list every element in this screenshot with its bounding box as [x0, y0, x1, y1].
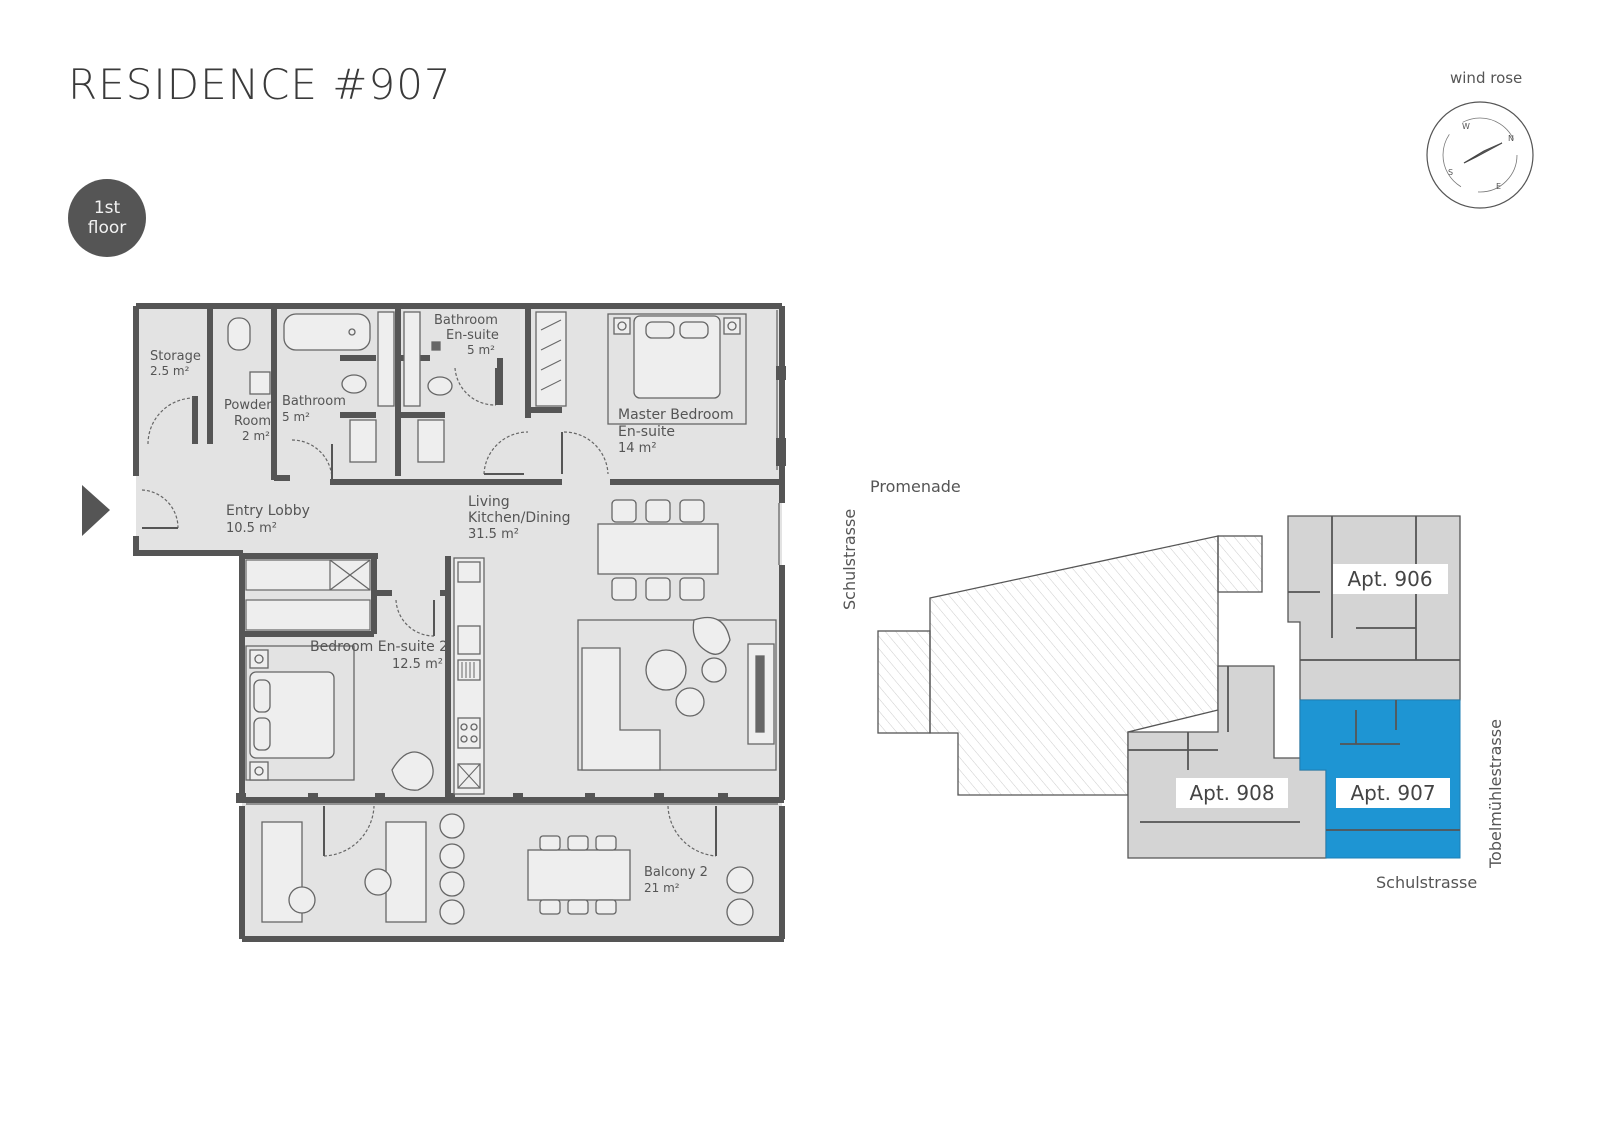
- apt-908-label: Apt. 908: [1189, 781, 1274, 805]
- bath-ensuite-label-2: En-suite: [446, 328, 499, 343]
- bathroom-label: Bathroom: [282, 394, 346, 409]
- entry-arrow-icon: [82, 485, 110, 536]
- balcony2-label: Balcony 2: [644, 865, 708, 880]
- powder-area: 2 m²: [242, 429, 270, 443]
- apt-906-label: Apt. 906: [1347, 567, 1432, 591]
- compass-w: W: [1462, 122, 1470, 131]
- living-label-2: Kitchen/Dining: [468, 510, 571, 526]
- master-bedroom-label-2: En-suite: [618, 424, 675, 440]
- street-promenade: Promenade: [870, 477, 961, 496]
- street-schulstrasse-bottom: Schulstrasse: [1376, 873, 1477, 892]
- floor-badge: 1st floor: [68, 179, 146, 257]
- compass-n: N: [1508, 134, 1514, 143]
- bathroom-area: 5 m²: [282, 410, 310, 424]
- storage-label: Storage: [150, 349, 201, 364]
- master-bedroom-area: 14 m²: [618, 441, 657, 456]
- compass-e: E: [1496, 182, 1501, 191]
- living-area: 31.5 m²: [468, 527, 519, 542]
- powder-label-2: Room: [234, 414, 271, 429]
- entry-lobby-label: Entry Lobby: [226, 503, 310, 519]
- floor-number: 1st: [93, 198, 121, 218]
- floor-word: floor: [87, 218, 127, 238]
- storage-area: 2.5 m²: [150, 364, 190, 378]
- powder-label: Powder: [224, 398, 272, 413]
- bedroom2-label: Bedroom En-suite 2: [310, 639, 448, 655]
- bath-ensuite-area: 5 m²: [467, 343, 495, 357]
- bedroom2-area: 12.5 m²: [392, 657, 443, 672]
- apt-907-label: Apt. 907: [1350, 781, 1435, 805]
- wind-rose-icon: W N S E: [1426, 101, 1534, 209]
- compass-s: S: [1448, 168, 1453, 177]
- street-tobelmuehle: Tobelmühlestrasse: [1486, 719, 1505, 869]
- entry-lobby-area: 10.5 m²: [226, 521, 277, 536]
- living-label: Living: [468, 494, 510, 510]
- wind-rose-label: wind rose: [1450, 69, 1523, 87]
- street-schulstrasse-left: Schulstrasse: [840, 509, 859, 610]
- bath-ensuite-label: Bathroom: [434, 313, 498, 328]
- master-bedroom-label: Master Bedroom: [618, 407, 734, 423]
- balcony2-area: 21 m²: [644, 881, 680, 895]
- balcony-floor: [242, 803, 782, 939]
- page-title: RESIDENCE #907: [68, 60, 452, 109]
- stair-core: [1217, 535, 1263, 593]
